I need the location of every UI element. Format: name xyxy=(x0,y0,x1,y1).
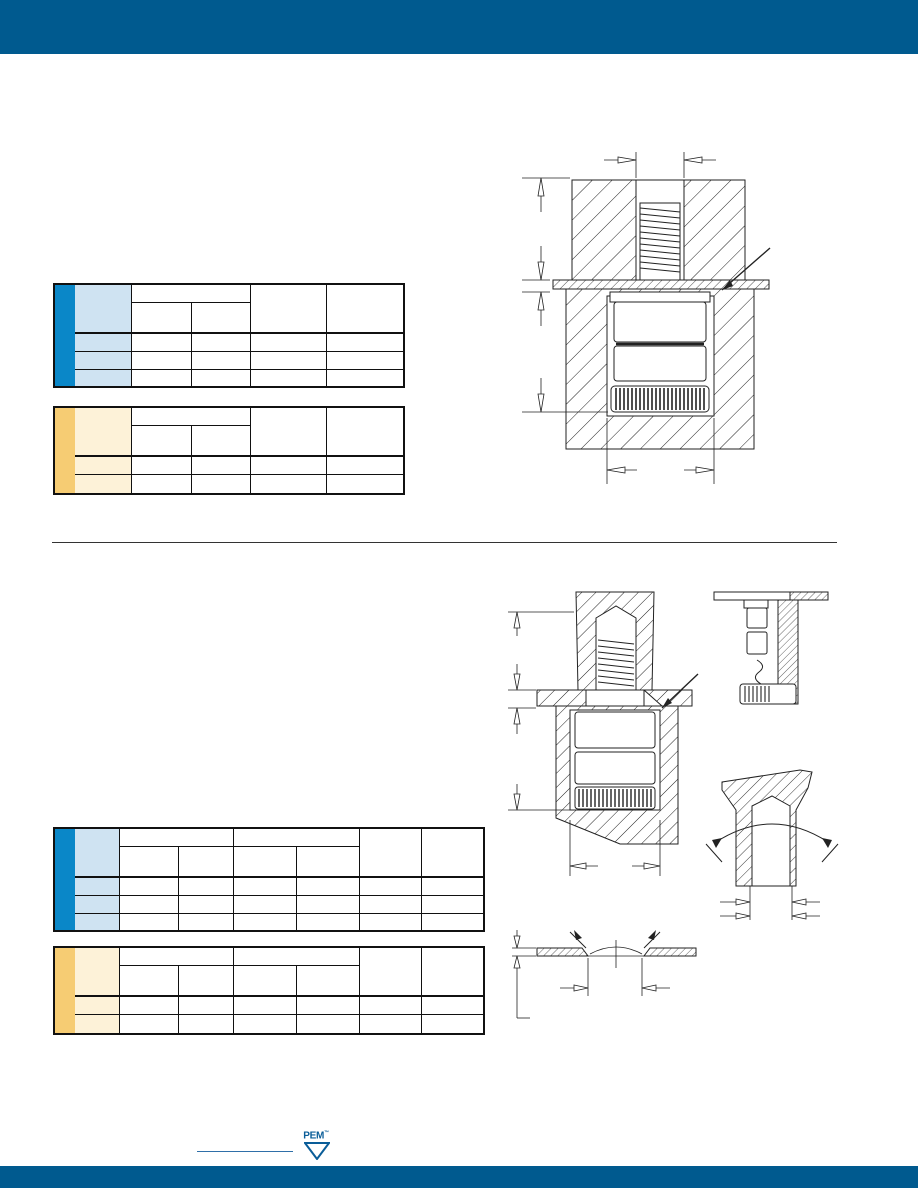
upper-metric-table xyxy=(53,406,405,495)
metric-thread-column xyxy=(75,948,119,1033)
unified-color-tab xyxy=(55,829,75,930)
metric-color-tab xyxy=(55,948,75,1033)
panel-hole-detail-drawing xyxy=(512,930,697,1019)
lower-installation-drawing xyxy=(508,591,699,876)
unified-thread-column xyxy=(75,285,131,334)
upper-installation-drawing xyxy=(522,152,771,484)
pem-logo: PEM™ xyxy=(302,1130,332,1162)
section-divider xyxy=(52,542,837,543)
lower-metric-table xyxy=(53,946,485,1035)
upper-unified-table xyxy=(53,283,405,388)
mating-detail-drawing xyxy=(713,591,829,705)
metric-color-tab xyxy=(55,408,75,493)
lower-unified-table xyxy=(53,827,485,932)
countersink-detail-drawing xyxy=(705,769,839,920)
unified-color-tab xyxy=(55,285,75,386)
unified-thread-column-rows xyxy=(75,334,131,386)
pem-logo-chevron-icon xyxy=(304,1142,330,1160)
footer-band xyxy=(0,1166,918,1188)
footer-rule xyxy=(197,1151,293,1152)
unified-thread-column xyxy=(75,829,119,930)
metric-thread-column xyxy=(75,408,131,493)
header-band xyxy=(0,0,918,54)
